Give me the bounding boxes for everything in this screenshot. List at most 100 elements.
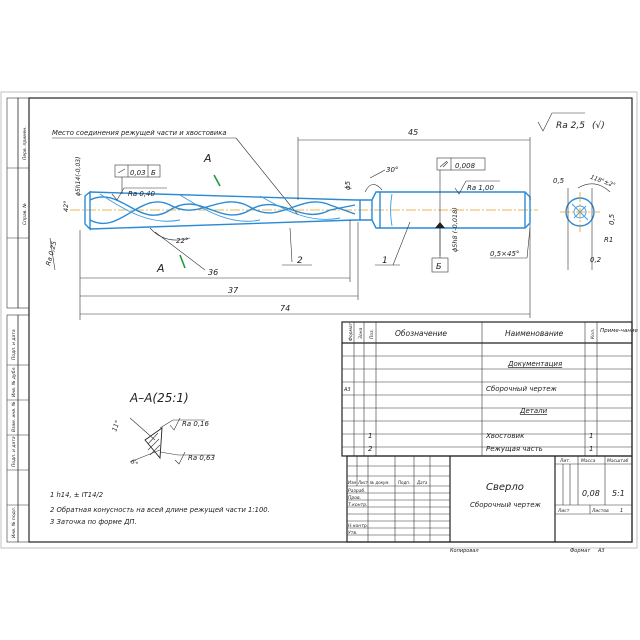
spec-row-4-name: Режущая часть [486,445,543,453]
spec-head-format: Формат [348,322,354,341]
title-block: Изм Лист № докум. Подп. Дата Разраб. Про… [346,455,633,543]
dim-phi5h8: ϕ5h8 (-0,018) [451,207,459,252]
base-marker-text: Б [436,262,442,271]
dim-phi5: ϕ5 [344,180,352,190]
tb-col-izm: Изм [348,480,356,485]
dim-36: 36 [208,268,218,277]
spec-head-note: Приме-чание [600,328,639,334]
dim-30deg: 30° [386,166,398,174]
dimensions: 45 36 37 74 ϕ5 ϕ5h14(-0,03) ϕ5h8 (-0,018… [62,128,531,320]
dim-45: 45 [408,128,418,137]
flatness-frame [436,157,486,171]
section-markers: A A [154,152,221,275]
tb-mass: 0,08 [582,489,600,498]
tb-col-sign: Подп. [398,480,410,485]
section-marker-top: A [203,152,212,165]
section-angle-2: 6° [129,457,140,468]
format-value: A3 [597,548,605,554]
note-1: 1 h14, ± IT14/2 [50,491,103,499]
pos-2: 2 [297,256,303,266]
tb-role-2: Т.контр. [348,502,368,508]
section-marker-bottom: A [156,262,165,275]
roughness-marks: Ra 0,40 Ra 1,00 Ra 0,25 [44,180,500,271]
section-title: A–A(25:1) [129,391,189,405]
tb-mass-label: Масса [581,458,596,464]
flute-1 [89,196,356,216]
tb-role-0: Разраб. [348,488,366,494]
ra025: Ra 0,25 [44,240,58,266]
end-dim-05: 0,5 [553,177,565,185]
joint-callout: Место соединения режущей части и хвостов… [52,129,299,216]
tb-col-list: Лист [357,480,369,485]
dim-74: 74 [280,304,290,313]
runout-value: 0,03 [130,169,146,177]
general-roughness-text: Ra 2,5 [556,121,585,131]
base-marker [431,257,449,273]
side-label-1: Справ. № [22,203,28,225]
dim-chamfer: 0,5×45° [490,250,519,258]
pos-1: 1 [382,256,388,266]
tb-scale-label: Масштаб [607,458,629,464]
tb-col-doc: № докум. [369,480,390,485]
side-label-6: Инв. № подл. [11,507,17,538]
dim-phi5h14: ϕ5h14(-0,03) [75,157,82,196]
end-dim-02: 0,2 [590,256,602,264]
side-label-0: Перв. примен. [22,126,28,160]
drill-tip [84,190,91,231]
tb-sheets: 1 [620,508,623,514]
spec-head-name: Наименование [505,329,564,338]
drawing-frame [28,97,633,543]
ra063: Ra 0,63 [188,454,215,462]
note-3: 3 Заточка по форме ДП. [50,518,137,526]
flatness-value: 0,008 [455,162,476,170]
dim-tip-angle: 42° [62,200,70,212]
drill-end-view: 0,5 118°±2° 0,5 R1 0,2 [553,174,616,270]
tb-sheets-label: Листов [591,508,609,514]
spec-head-designation: Обозначение [395,329,447,338]
ra016: Ra 0,16 [182,420,210,428]
spec-head-pos: Поз. [369,329,375,339]
spec-row-0-name: Документация [507,360,562,368]
notes: 1 h14, ± IT14/2 2 Обратная конусность на… [50,491,270,526]
note-2: 2 Обратная конусность на всей длине режу… [50,506,270,514]
joint-callout-text: Место соединения режущей части и хвостов… [52,129,227,137]
spec-row-3-pos: 1 [368,432,372,440]
position-leaders: 2 1 [282,221,411,266]
runout-base: Б [151,169,156,177]
spec-row-4-qty: 1 [589,445,593,453]
spec-row-2-name: Детали [519,407,548,415]
general-roughness-suffix: (√) [592,120,605,131]
drill-main-view [70,190,538,231]
spec-head-zone: Зона [358,327,364,339]
tb-lit-label: Лит. [559,458,570,464]
spec-row-1-name: Сборочный чертеж [486,385,557,393]
ra100: Ra 1,00 [467,184,495,192]
spec-row-1-fmt: А3 [343,387,351,393]
side-label-4: Взам. инв. № [11,401,17,432]
general-roughness-mark: Ra 2,5 (√) [537,112,605,132]
tb-sheet-label: Лист [557,508,570,514]
dim-37: 37 [228,286,239,295]
section-view: A–A(25:1) Ra 0,16 Ra 0,63 11° 6° [110,391,215,468]
end-dim-r05: 0,5 [608,213,616,225]
dim-22deg: 22° [176,237,188,245]
side-stamp: Перв. примен. Справ. № Подп. и дата Инв.… [6,97,30,543]
flute-2 [89,201,356,225]
tb-col-date: Дата [416,480,428,485]
tb-role-4: Н.контр. [348,523,368,529]
tb-scale: 5:1 [612,489,625,498]
spec-row-3-name: Хвостовик [485,432,525,440]
tb-title: Сверло [486,482,524,493]
side-label-2: Подп. и дата [11,329,17,360]
section-angle-1: 11° [110,419,121,433]
spec-table: Формат Зона Поз. Обозначение Наименовани… [341,321,639,457]
tolerance-frames: 0,03 Б 0,008 Б [114,157,486,273]
end-dim-r1: R1 [604,236,613,244]
spec-row-3-qty: 1 [589,432,593,440]
side-label-3: Инв. № дубл. [11,366,17,397]
format-label: Формат [570,548,591,554]
tb-role-1: Пров. [348,495,361,501]
copied-label: Копировал [450,548,479,554]
runout-frame [114,164,161,178]
side-label-5: Подп. и дата [11,436,17,467]
